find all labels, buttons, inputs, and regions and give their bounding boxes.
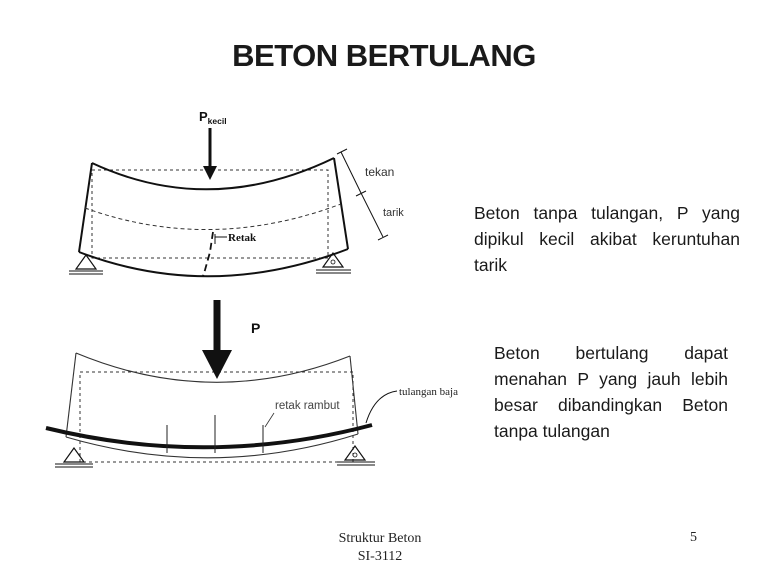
rebar-label-leader bbox=[365, 390, 398, 424]
neutral-axis bbox=[84, 203, 342, 231]
deflected-beam-right-end bbox=[333, 157, 349, 250]
deflected-beam-top-edge bbox=[91, 157, 335, 191]
tension-crack bbox=[202, 231, 214, 277]
deflected-rc-beam-top-edge bbox=[75, 352, 351, 383]
left-pin-support-reinforced bbox=[62, 446, 86, 463]
undeformed-beam-outline-reinforced bbox=[79, 371, 354, 463]
deflected-beam-bottom-edge bbox=[78, 248, 349, 278]
hairline-crack-leader bbox=[264, 412, 275, 428]
footer-course-code: SI-3112 bbox=[357, 549, 403, 564]
hairline-crack-label: retak rambut bbox=[275, 400, 340, 412]
tension-zone-dimension bbox=[360, 192, 384, 238]
plain-concrete-description: Beton tanpa tulangan, P yang dipikul kec… bbox=[474, 203, 740, 275]
deflected-rc-beam-left-end bbox=[65, 352, 77, 438]
reinforced-concrete-description: Beton bertulang dapat menahan P yang jau… bbox=[494, 343, 728, 441]
deflected-rc-beam-bottom-edge bbox=[65, 433, 359, 459]
footer-course-name: Struktur Beton bbox=[338, 531, 422, 546]
compression-label: tekan bbox=[365, 165, 394, 179]
deflected-rc-beam-right-end bbox=[349, 355, 359, 435]
left-pin-support bbox=[74, 253, 98, 270]
undeformed-beam-outline bbox=[91, 169, 329, 259]
tension-label: tarik bbox=[383, 207, 404, 219]
footer-course: Struktur Beton SI-3112 bbox=[300, 530, 460, 566]
reinforced-concrete-beam-diagram: P tulangan baja retak rambut bbox=[45, 300, 458, 468]
small-load-arrowhead bbox=[203, 166, 217, 180]
page-number: 5 bbox=[690, 530, 697, 545]
rebar-label: tulangan baja bbox=[399, 386, 458, 398]
right-pin-support-reinforced bbox=[343, 444, 367, 461]
crack-label: Retak bbox=[228, 232, 257, 244]
deflected-beam-left-end bbox=[78, 162, 93, 253]
large-load-label: P bbox=[251, 320, 260, 336]
steel-reinforcement-bar bbox=[45, 423, 373, 450]
right-pin-support bbox=[321, 251, 345, 268]
large-load-arrowhead bbox=[202, 350, 232, 379]
compression-zone-dimension bbox=[340, 151, 362, 194]
plain-concrete-beam-diagram: Pkecil tekan tarik Retak bbox=[69, 109, 404, 278]
slide-title: BETON BERTULANG bbox=[232, 38, 536, 73]
small-load-label: Pkecil bbox=[199, 109, 227, 126]
